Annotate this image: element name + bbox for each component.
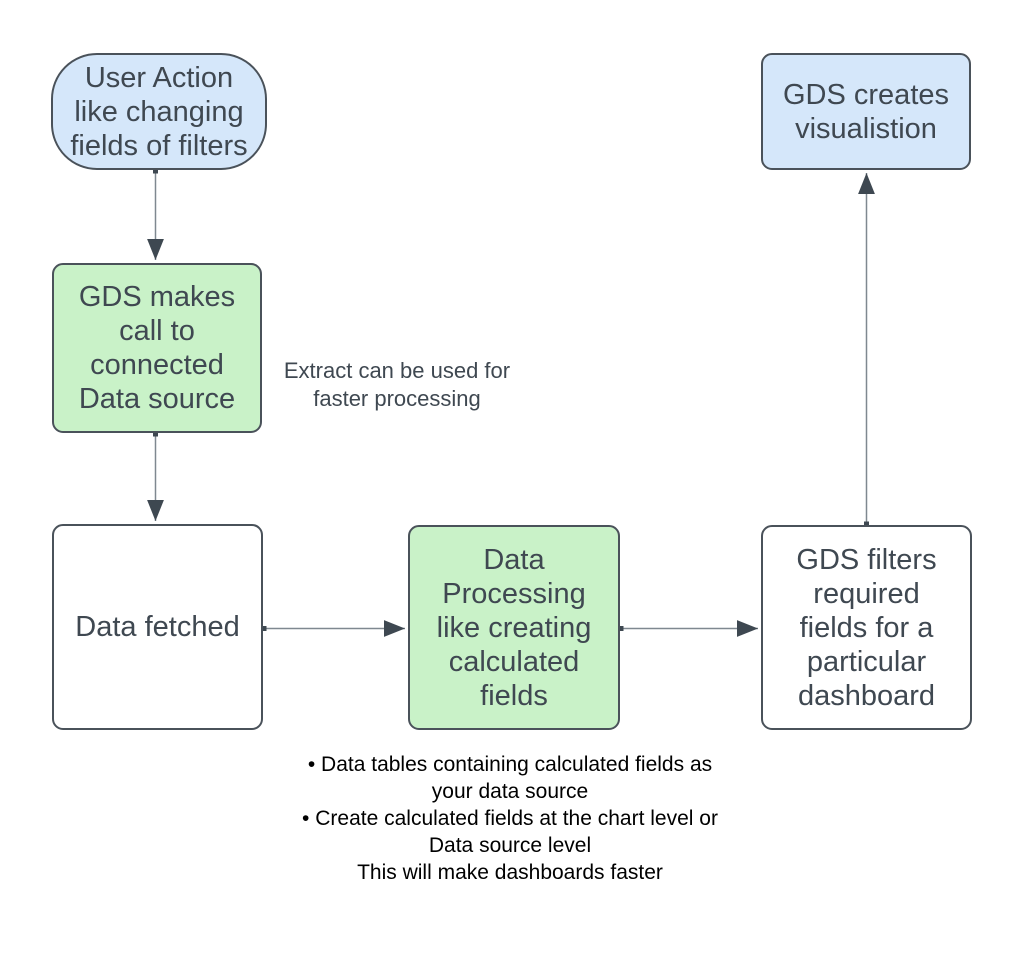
node-gds-call-label: GDS makes call to connected Data source bbox=[78, 281, 236, 415]
node-gds-call: GDS makes call to connected Data source bbox=[52, 263, 262, 433]
annotation-tips-note: • Data tables containing calculated fiel… bbox=[302, 753, 718, 884]
node-user-action: User Action like changing fields of filt… bbox=[51, 53, 267, 170]
node-data-fetched: Data fetched bbox=[52, 524, 263, 730]
node-data-processing: Data Processing like creating calculated… bbox=[408, 525, 620, 730]
node-user-action-label: User Action like changing fields of filt… bbox=[70, 61, 248, 162]
node-gds-visualisation-label: GDS creates visualistion bbox=[783, 78, 949, 145]
node-gds-visualisation: GDS creates visualistion bbox=[761, 53, 971, 170]
node-data-fetched-label: Data fetched bbox=[75, 611, 240, 643]
annotation-extract-note: Extract can be used for faster processin… bbox=[283, 358, 511, 411]
node-data-processing-label: Data Processing like creating calculated… bbox=[436, 543, 592, 712]
node-gds-filters-label: GDS filters required fields for a partic… bbox=[796, 543, 937, 712]
node-gds-filters: GDS filters required fields for a partic… bbox=[761, 525, 972, 730]
